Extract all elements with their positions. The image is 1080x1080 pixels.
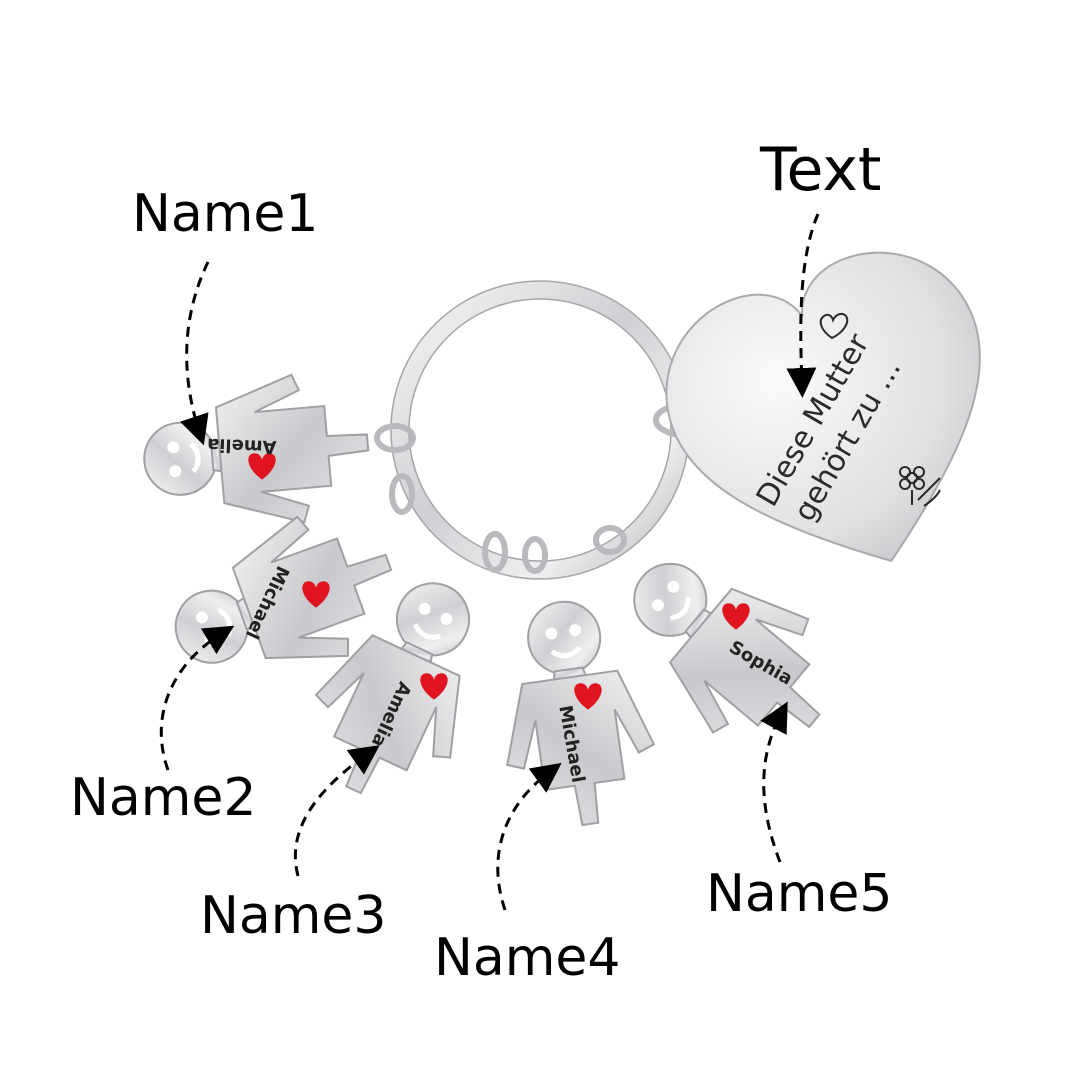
callout-name3: Name3 bbox=[200, 886, 387, 946]
callout-text: Text bbox=[760, 135, 882, 205]
callout-name4: Name4 bbox=[434, 928, 621, 988]
flower-icon bbox=[899, 466, 941, 507]
arrow-name1 bbox=[180, 261, 210, 446]
small-heart-icon bbox=[819, 312, 849, 340]
callout-name5: Name5 bbox=[706, 864, 893, 924]
charm-1-engraving: Amelia bbox=[207, 434, 277, 457]
key-ring bbox=[391, 281, 689, 579]
arrow-text bbox=[786, 213, 820, 398]
callout-arrows bbox=[159, 213, 820, 911]
arrow-name4 bbox=[496, 762, 562, 911]
arrow-name2 bbox=[159, 625, 235, 771]
arrow-name5 bbox=[760, 701, 788, 863]
callout-name1: Name1 bbox=[132, 184, 319, 244]
callout-name2: Name2 bbox=[70, 768, 257, 828]
